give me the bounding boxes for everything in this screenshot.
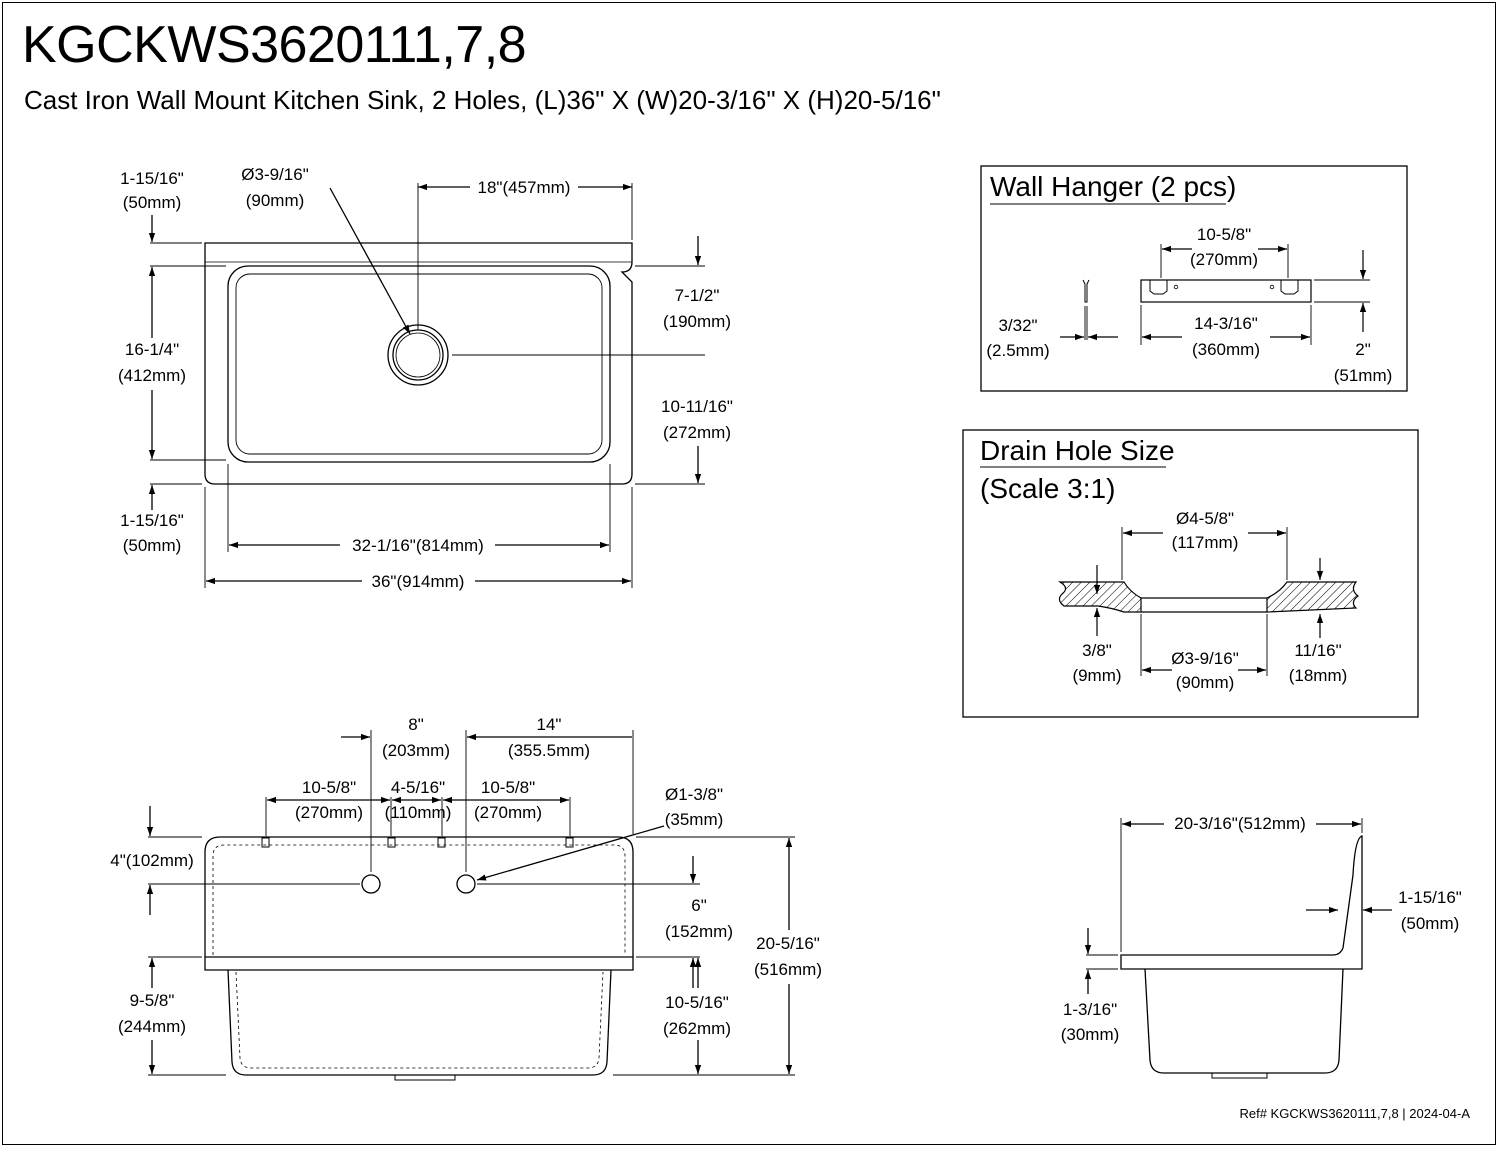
hanger-height-mm: (51mm) (1334, 366, 1393, 385)
drain-to-front-mm: (272mm) (663, 423, 731, 442)
bowl-height-in: 10-5/16" (665, 993, 729, 1012)
bowl-depth-mm: (244mm) (118, 1017, 186, 1036)
hanger-height-in: 2" (1355, 340, 1371, 359)
drain-outer-dia-in: Ø4-5/8" (1176, 509, 1234, 528)
hole-dia-in: Ø1-3/8" (665, 785, 723, 804)
side-view (1084, 818, 1392, 1079)
side-depth-label: 20-3/16"(512mm) (1174, 814, 1306, 833)
drain-hole-scale: (Scale 3:1) (980, 473, 1115, 504)
hanger-thickness-in: 3/32" (998, 316, 1037, 335)
backsplash-mm: (152mm) (665, 922, 733, 941)
side-bowl (1144, 968, 1344, 1074)
wall-hanger-title: Wall Hanger (2 pcs) (990, 171, 1236, 202)
hanger-slot-spacing-in: 10-5/8" (1197, 225, 1251, 244)
back-to-drain-mm: (190mm) (663, 312, 731, 331)
hanger-length-in: 14-3/16" (1194, 314, 1258, 333)
backsplash-thk-in: 1-15/16" (1398, 888, 1462, 907)
rim-thk-mm: (30mm) (1061, 1025, 1120, 1044)
hanger-length-mm: (360mm) (1192, 340, 1260, 359)
model-number: KGCKWS3620111,7,8 (22, 16, 527, 74)
drain-dia-mm: (90mm) (246, 191, 305, 210)
drain-dia-in: Ø3-9/16" (241, 165, 308, 184)
drain-inner-dia-in: Ø3-9/16" (1171, 649, 1238, 668)
drain-section-left (1057, 581, 1142, 613)
product-description: Cast Iron Wall Mount Kitchen Sink, 2 Hol… (24, 85, 941, 115)
bowl-front (227, 969, 612, 1076)
back-to-drain-in: 7-1/2" (675, 286, 720, 305)
hole-dia-mm: (35mm) (665, 810, 724, 829)
drain-outer-dia-mm: (117mm) (1172, 533, 1239, 552)
drain-recess-mm: (9mm) (1072, 666, 1121, 685)
sink-outline-top (204, 242, 633, 485)
hanger-side-profile (1082, 279, 1090, 303)
drain-middle (392, 329, 444, 381)
backsplash-in: 6" (691, 896, 707, 915)
bowl-depth-in: 9-5/8" (130, 991, 175, 1010)
hole-height-label: 4"(102mm) (110, 851, 194, 870)
overall-height-mm: (516mm) (754, 960, 822, 979)
bowl-inner-top (235, 273, 603, 455)
hanger-left-in: 10-5/8" (302, 778, 356, 797)
top-view-labels: 1-15/16" (50mm) Ø3-9/16" (90mm) 18"(457m… (118, 165, 733, 591)
spacing-b-mm: (355.5mm) (508, 741, 590, 760)
overall-length-label: 36"(914mm) (372, 572, 465, 591)
drain-thickness-in: 11/16" (1294, 641, 1341, 660)
spacing-b-in: 14" (537, 715, 562, 734)
holes-in: 4-5/16" (391, 778, 445, 797)
rim-thk-in: 1-3/16" (1063, 1000, 1117, 1019)
overall-height-in: 20-5/16" (756, 934, 820, 953)
rim-front-mm: (50mm) (123, 193, 182, 212)
bowl-outer-top (227, 265, 611, 463)
bowl-height-mm: (262mm) (663, 1019, 731, 1038)
drain-hole-title: Drain Hole Size (980, 435, 1175, 466)
top-view (148, 183, 705, 588)
hanger-right-mm: (270mm) (474, 803, 542, 822)
spacing-a-mm: (203mm) (382, 741, 450, 760)
side-profile (1120, 835, 1363, 970)
drain-hole-detail: Drain Hole Size (Scale 3:1) (962, 429, 1419, 718)
drain-recess-in: 3/8" (1082, 641, 1112, 660)
hanger-right-in: 10-5/8" (481, 778, 535, 797)
drain-outer (387, 324, 449, 386)
bowl-width-in: 16-1/4" (125, 340, 179, 359)
faucet-hole-left (361, 874, 381, 894)
drain-thickness-mm: (18mm) (1289, 666, 1348, 685)
backsplash-thk-mm: (50mm) (1401, 914, 1460, 933)
rim-front-in: 1-15/16" (120, 169, 184, 188)
rim-back-in: 1-15/16" (120, 511, 184, 530)
spacing-a-in: 8" (408, 715, 424, 734)
side-view-labels: 20-3/16"(512mm) 1-15/16" (50mm) 1-3/16" … (1061, 814, 1462, 1044)
hanger-thickness-mm: (2.5mm) (986, 341, 1049, 360)
drain-to-front-in: 10-11/16" (661, 397, 733, 416)
backsplash-front (204, 836, 634, 957)
front-view-labels: 8" (203mm) 14" (355.5mm) 10-5/8" (270mm)… (110, 715, 822, 1038)
drain-inner-dia-mm: (90mm) (1176, 673, 1235, 692)
front-view (146, 730, 795, 1081)
hanger-left-mm: (270mm) (295, 803, 363, 822)
holes-mm: (110mm) (385, 803, 452, 822)
drain-section-right (1266, 581, 1359, 613)
rim-front (204, 956, 634, 971)
reference-number: Ref# KGCKWS3620111,7,8 | 2024-04-A (1239, 1106, 1470, 1121)
hanger-slot-spacing-mm: (270mm) (1190, 250, 1258, 269)
bowl-length-label: 32-1/16"(814mm) (352, 536, 484, 555)
drain-center-label: 18"(457mm) (478, 178, 571, 197)
drain-inner (395, 332, 441, 378)
bowl-width-mm: (412mm) (118, 366, 186, 385)
hanger-plate (1140, 279, 1312, 303)
rim-back-mm: (50mm) (123, 536, 182, 555)
wall-hanger-detail: Wall Hanger (2 pcs) (980, 165, 1408, 392)
faucet-hole-right (456, 874, 476, 894)
